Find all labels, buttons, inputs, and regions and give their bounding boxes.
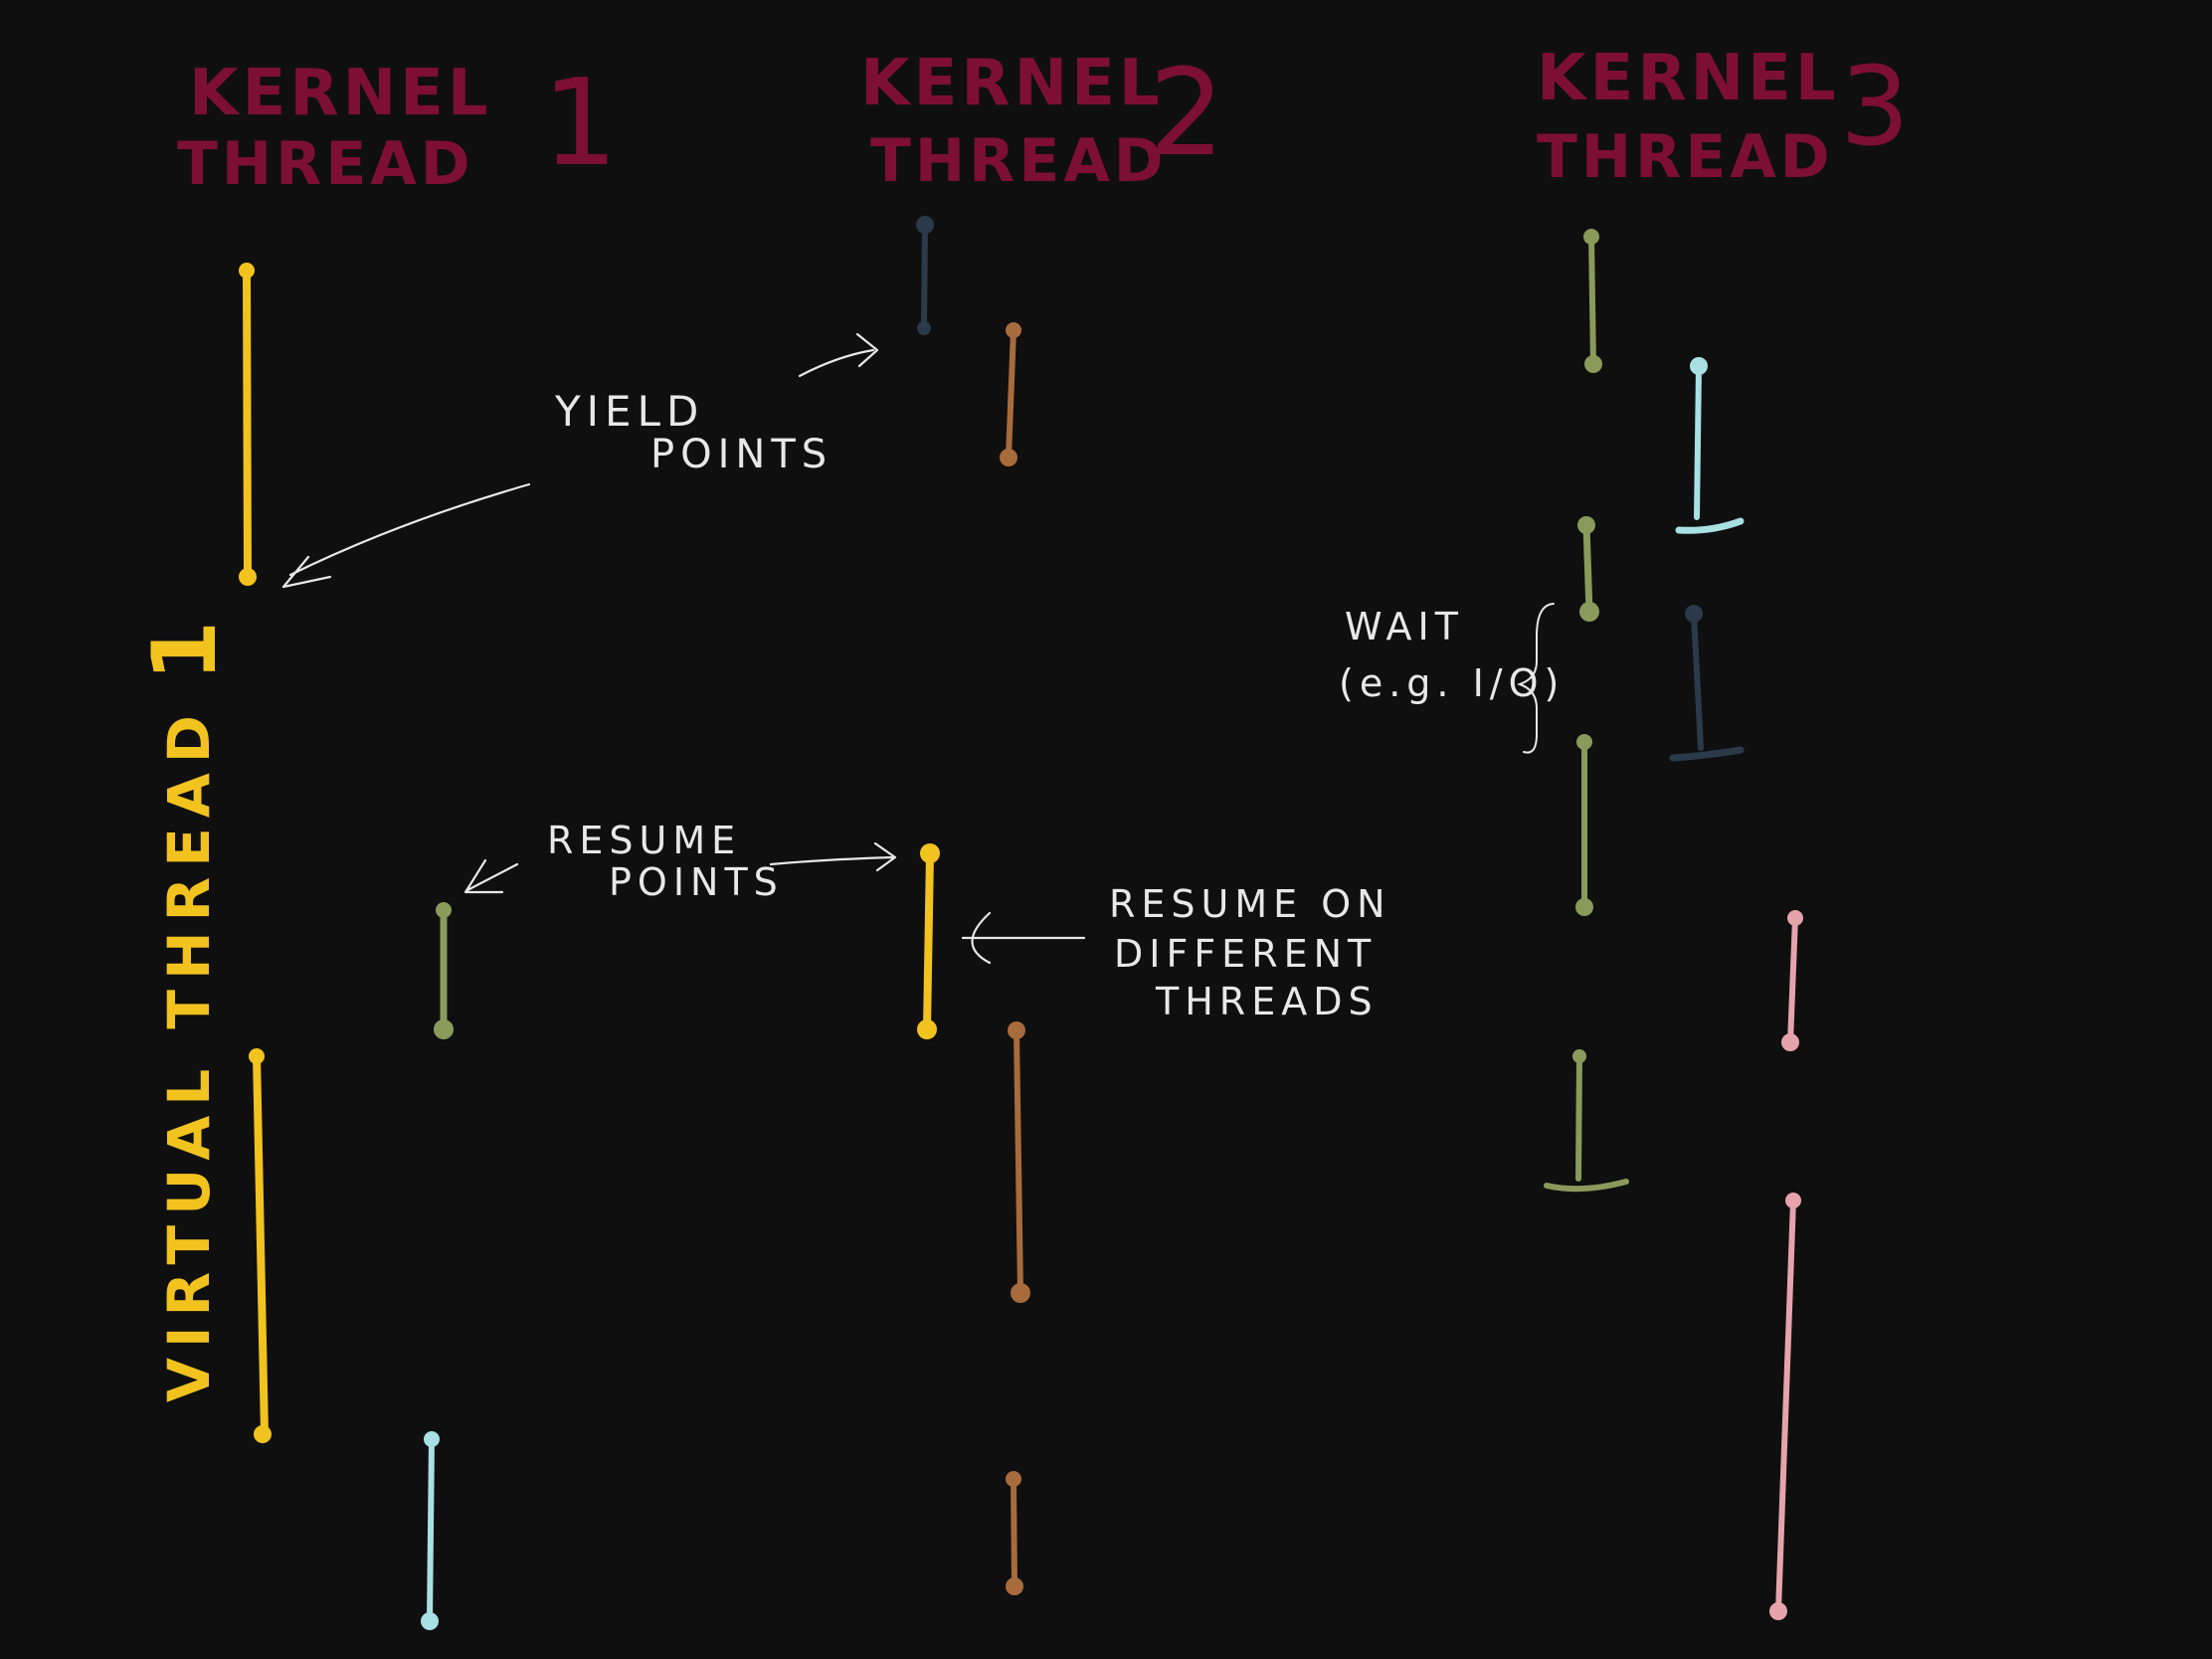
- header-3-line2: THREAD: [1537, 122, 1834, 192]
- header-3-line1: KERNEL: [1537, 42, 1840, 115]
- segment-vt1-kt1-b: [253, 1052, 269, 1438]
- different-threads-arrow: [961, 911, 1086, 965]
- segment-brown-kt2-a: [1006, 327, 1016, 461]
- kernel-thread-1-header: KERNEL THREAD 1: [177, 55, 618, 199]
- terminate-mark: [1675, 517, 1745, 534]
- endpoint: [920, 843, 940, 863]
- annotation-yield-points: YIELD POINTS: [281, 332, 879, 589]
- annotation-resume-points: RESUME POINTS: [463, 819, 897, 904]
- endpoint: [1785, 1193, 1801, 1208]
- endpoint: [1781, 1033, 1799, 1051]
- header-1-line1: KERNEL: [189, 57, 492, 130]
- kernel-thread-2-header: KERNEL THREAD 2: [860, 45, 1224, 196]
- segment-olive-kt3-d: [1575, 1053, 1582, 1182]
- yield-arrow-right: [798, 332, 879, 378]
- endpoint: [1006, 1577, 1023, 1595]
- endpoint: [1787, 910, 1803, 926]
- segment-pink-kt3-b: [1775, 1198, 1796, 1614]
- segment-vt1-kt1-a: [243, 267, 252, 581]
- virtual-thread-label: VIRTUAL THREAD 1: [133, 611, 236, 1402]
- endpoint: [1572, 1049, 1586, 1063]
- wait-line1: WAIT: [1345, 605, 1464, 648]
- endpoint: [1769, 1602, 1787, 1620]
- header-3-number: 3: [1840, 43, 1910, 170]
- endpoint: [424, 1431, 440, 1447]
- wait-line2: (e.g. I/O): [1339, 661, 1565, 705]
- endpoint: [1685, 605, 1703, 623]
- endpoint: [434, 1019, 454, 1039]
- segment-cyan-kt1: [427, 1436, 435, 1624]
- endpoint: [239, 263, 255, 278]
- segment-brown-kt2-b: [1014, 1027, 1023, 1296]
- header-2-line2: THREAD: [870, 126, 1168, 196]
- header-2-number: 2: [1149, 45, 1224, 183]
- terminate-mark: [1544, 1179, 1629, 1193]
- endpoint: [1577, 516, 1595, 534]
- virtual-thread-label-text: VIRTUAL THREAD: [155, 705, 223, 1402]
- endpoint: [436, 902, 452, 918]
- kernel-thread-3-header: KERNEL THREAD 3: [1537, 42, 1910, 192]
- endpoint: [421, 1612, 439, 1630]
- segment-slate-kt3: [1691, 611, 1704, 751]
- endpoint: [1006, 322, 1021, 338]
- resume-arrow-left: [463, 858, 519, 894]
- endpoint: [1006, 1471, 1021, 1487]
- wait-brace: [1516, 603, 1555, 754]
- yield-points-line1: YIELD: [554, 387, 704, 436]
- endpoint: [1583, 229, 1599, 245]
- endpoint: [254, 1425, 272, 1443]
- segment-pink-kt3-a: [1787, 915, 1798, 1045]
- yield-points-line2: POINTS: [650, 432, 832, 477]
- segment-olive-kt3-a: [1588, 234, 1596, 367]
- segment-olive-kt3-b: [1582, 521, 1593, 616]
- execution-segments: [239, 216, 1803, 1630]
- endpoint: [917, 321, 931, 335]
- endpoint: [1576, 734, 1592, 750]
- header-1-number: 1: [542, 55, 618, 193]
- segment-vt1-kt2: [923, 849, 934, 1033]
- segment-slate-kt2: [921, 222, 928, 331]
- different-threads-line2: DIFFERENT: [1114, 932, 1377, 976]
- segment-cyan-kt3: [1694, 363, 1702, 520]
- endpoint: [1000, 449, 1017, 466]
- endpoint: [916, 216, 934, 234]
- endpoint: [1011, 1283, 1030, 1303]
- resume-points-line1: RESUME: [547, 819, 741, 862]
- different-threads-line1: RESUME ON: [1109, 882, 1391, 926]
- endpoint: [917, 1019, 937, 1039]
- resume-points-line2: POINTS: [609, 860, 784, 904]
- endpoint: [249, 1048, 265, 1064]
- endpoint: [1575, 898, 1593, 916]
- resume-arrow-right: [769, 841, 897, 872]
- yield-arrow-left: [281, 482, 531, 589]
- header-2-line1: KERNEL: [860, 47, 1164, 120]
- annotation-wait: WAIT (e.g. I/O): [1339, 603, 1565, 754]
- terminate-mark: [1669, 746, 1745, 762]
- annotation-different-threads: RESUME ON DIFFERENT THREADS: [961, 882, 1391, 1023]
- endpoint: [1690, 357, 1708, 375]
- endpoint: [1579, 602, 1599, 622]
- virtual-thread-label-number: 1: [133, 611, 236, 681]
- endpoint: [1008, 1021, 1025, 1039]
- endpoint: [239, 568, 257, 586]
- header-1-line2: THREAD: [177, 129, 474, 199]
- different-threads-line3: THREADS: [1155, 980, 1379, 1023]
- endpoint: [1584, 355, 1602, 373]
